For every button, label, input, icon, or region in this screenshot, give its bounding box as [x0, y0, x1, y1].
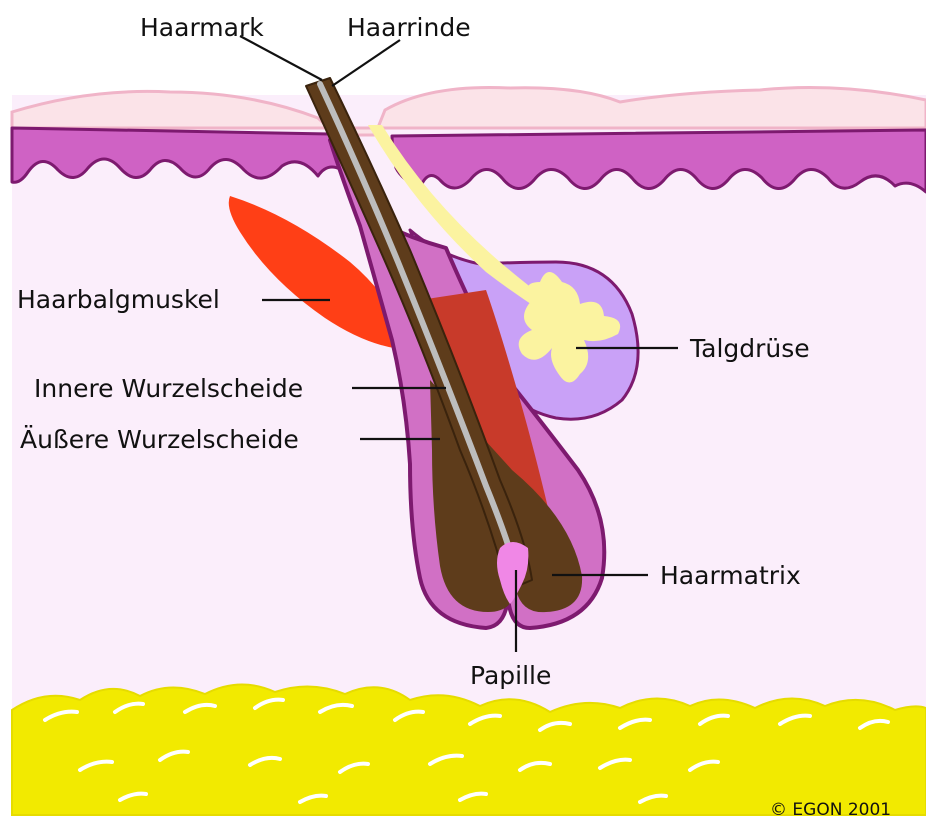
label-haarmatrix: Haarmatrix [660, 561, 801, 590]
leader-haarmark [240, 36, 322, 80]
label-innere-wurzelscheide: Innere Wurzelscheide [34, 374, 303, 403]
leader-haarrinde [332, 40, 400, 86]
label-haarbalgmuskel: Haarbalgmuskel [17, 285, 220, 314]
label-haarrinde: Haarrinde [347, 13, 471, 42]
label-talgdruese: Talgdrüse [689, 334, 810, 363]
epidermis-surface [12, 87, 926, 135]
copyright-notice: © EGON 2001 [770, 800, 891, 820]
label-aeussere-wurzelscheide: Äußere Wurzelscheide [20, 425, 299, 454]
label-papille: Papille [470, 661, 551, 690]
label-haarmark: Haarmark [140, 13, 264, 42]
